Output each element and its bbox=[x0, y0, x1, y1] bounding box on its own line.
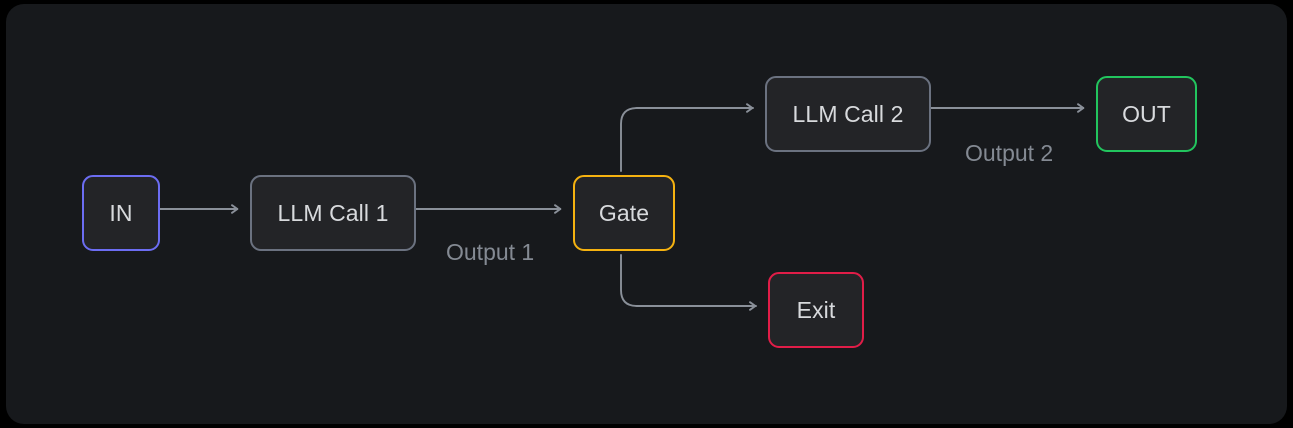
node-out[interactable]: OUT bbox=[1096, 76, 1197, 152]
node-llm-call-1[interactable]: LLM Call 1 bbox=[250, 175, 416, 251]
node-in-label: IN bbox=[109, 199, 133, 226]
edge-gate-to-llm-call-2 bbox=[620, 103, 754, 172]
edge-label-output-1: Output 1 bbox=[446, 239, 535, 265]
node-gate-label: Gate bbox=[598, 199, 650, 226]
edge-gate-to-exit bbox=[620, 254, 757, 311]
node-llm-call-2-label: LLM Call 2 bbox=[792, 100, 904, 127]
node-out-label: OUT bbox=[1122, 100, 1171, 127]
diagram-canvas: IN LLM Call 1 Gate LLM Call 2 Exit OUT O… bbox=[6, 4, 1287, 424]
node-gate[interactable]: Gate bbox=[573, 175, 675, 251]
node-llm-call-1-label: LLM Call 1 bbox=[277, 199, 389, 226]
node-exit-label: Exit bbox=[796, 296, 836, 323]
node-in[interactable]: IN bbox=[82, 175, 160, 251]
node-llm-call-2[interactable]: LLM Call 2 bbox=[765, 76, 931, 152]
node-exit[interactable]: Exit bbox=[768, 272, 864, 348]
edge-label-output-2: Output 2 bbox=[965, 140, 1054, 166]
